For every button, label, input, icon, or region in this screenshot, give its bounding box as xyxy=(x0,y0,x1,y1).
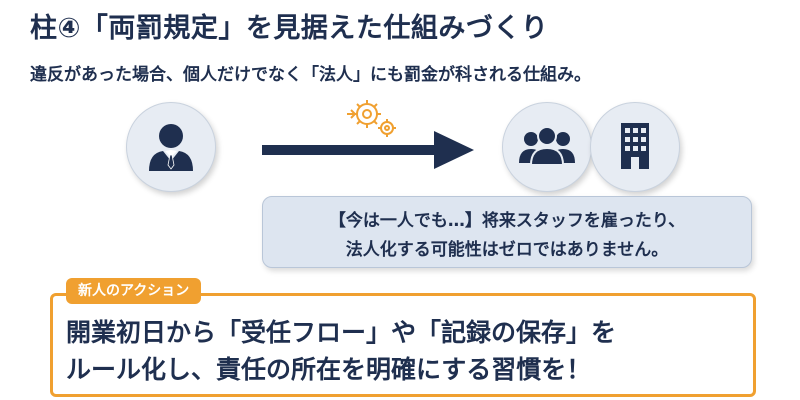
page-subtitle: 違反があった場合、個人だけでなく「法人」にも罰金が科される仕組み。 xyxy=(30,65,591,85)
speech-line-1: 【今は一人でも…】将来スタッフを雇ったり、 xyxy=(328,211,686,231)
action-tag: 新人のアクション xyxy=(66,278,202,304)
building-circle xyxy=(590,102,680,192)
person-suit-icon xyxy=(149,124,193,171)
action-line-2: ルール化し、責任の所在を明確にする習慣を！ xyxy=(66,355,592,384)
people-group-icon xyxy=(519,126,575,166)
speech-line-2: 法人化する可能性はゼロではありません。 xyxy=(345,240,669,260)
office-building-icon xyxy=(621,123,649,169)
arrow-right-icon xyxy=(262,131,474,169)
page-title: 柱④「両罰規定」を見据えた仕組みづくり xyxy=(30,13,549,44)
action-line-1: 開業初日から「受任フロー」や「記録の保存」を xyxy=(66,318,617,347)
group-circle xyxy=(502,102,592,192)
speech-bubble: 【今は一人でも…】将来スタッフを雇ったり、 法人化する可能性はゼロではありません… xyxy=(262,196,752,268)
action-box xyxy=(50,293,756,397)
gear-process-icon xyxy=(347,100,396,137)
individual-circle xyxy=(126,102,216,192)
